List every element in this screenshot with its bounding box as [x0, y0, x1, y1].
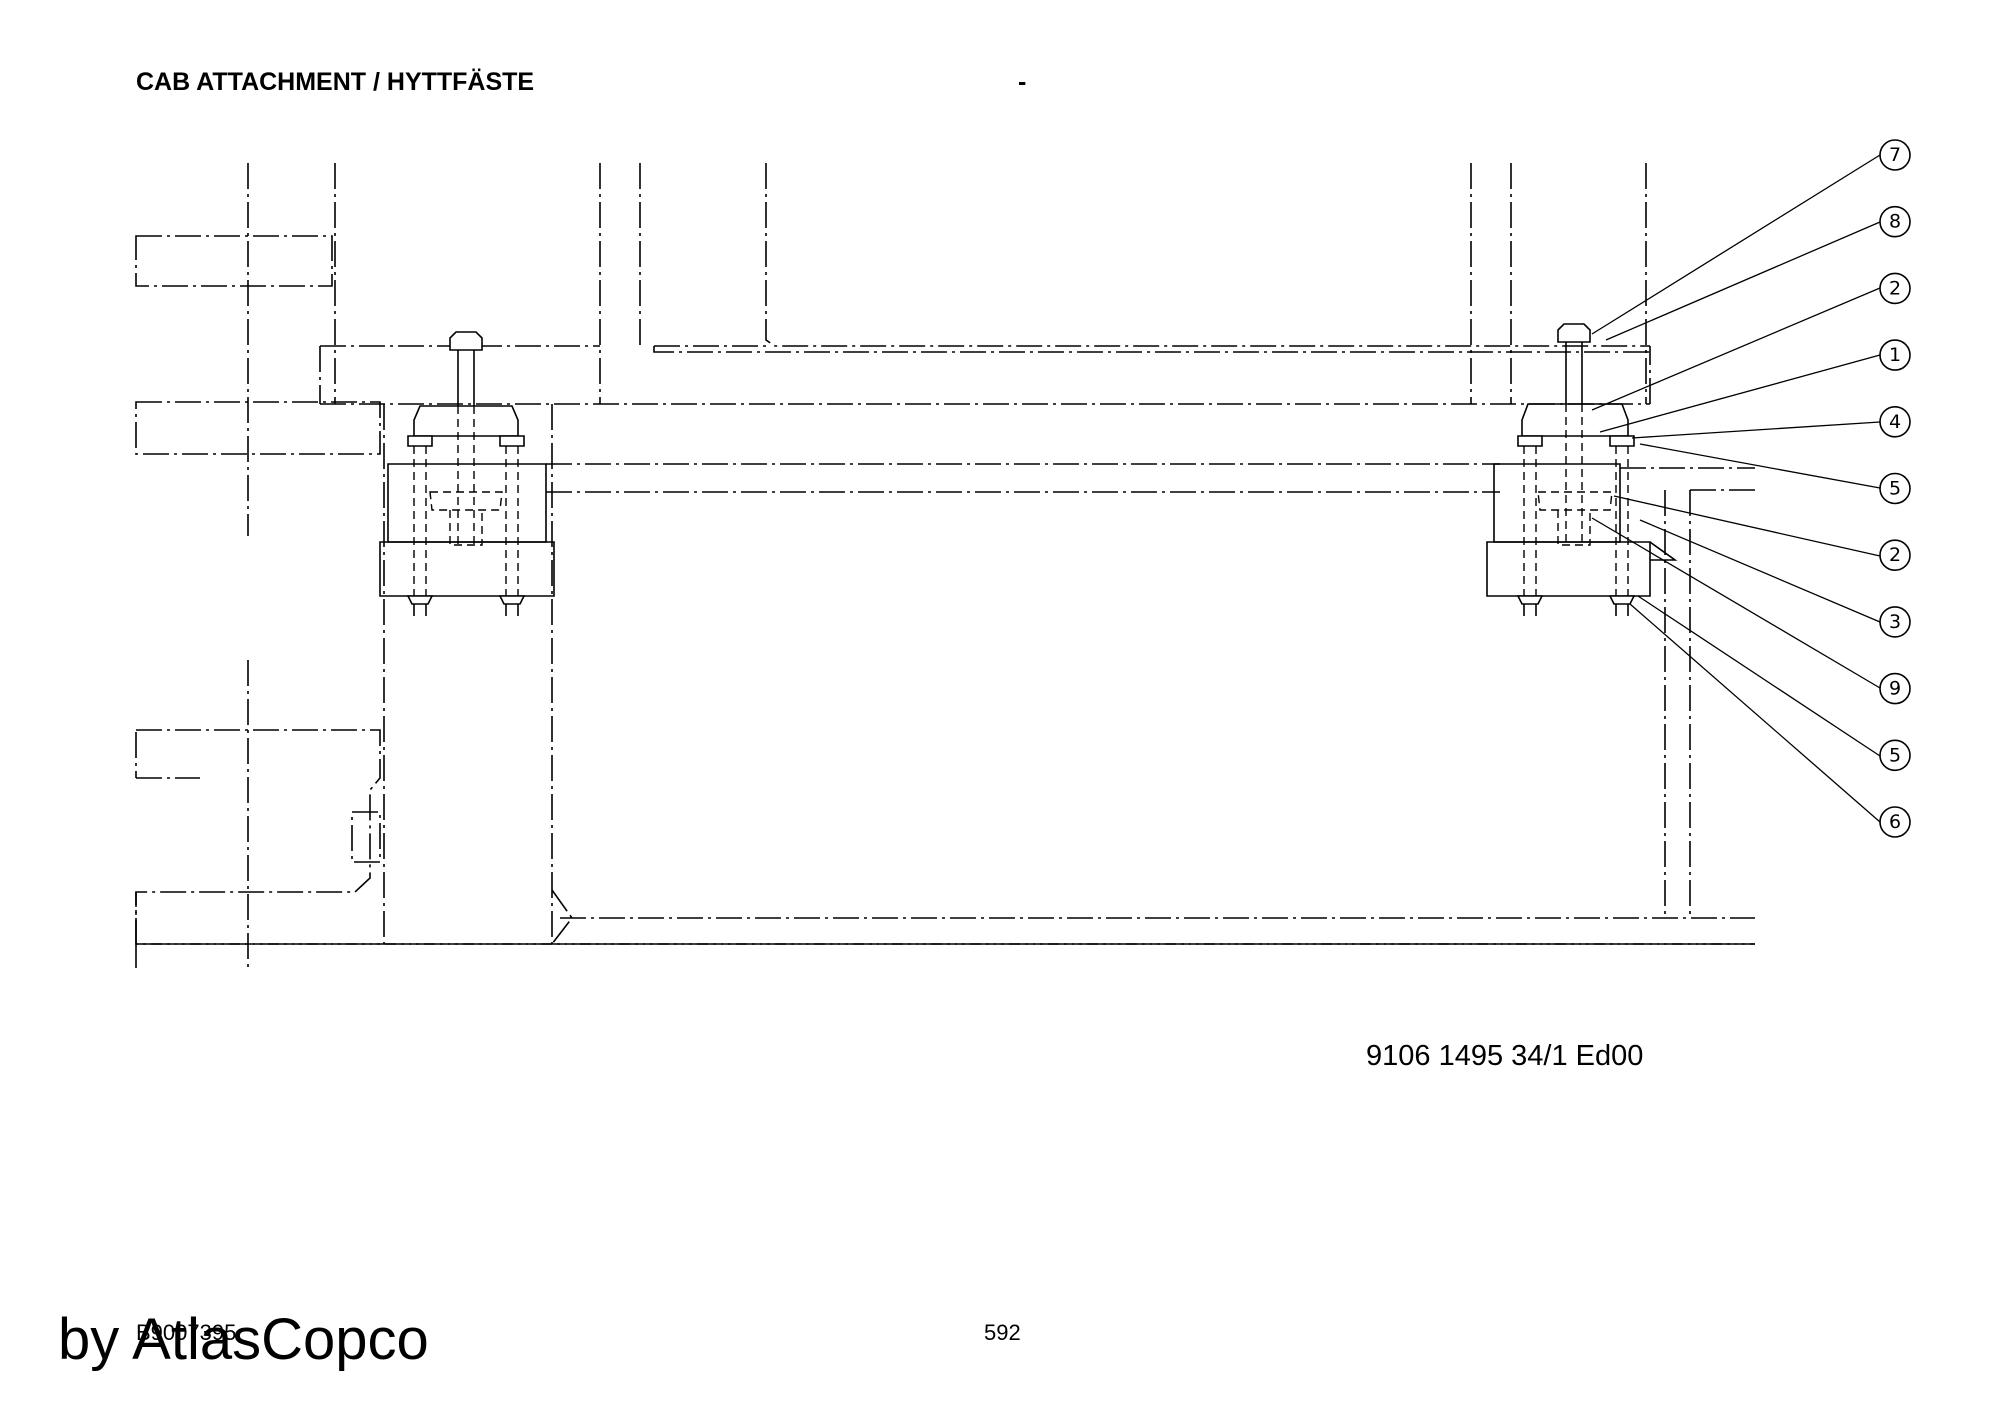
callout-circle — [1879, 405, 1911, 438]
brand-logo-text: by AtlasCopco — [58, 1307, 429, 1372]
callout-label: 9 — [1889, 678, 1901, 700]
callout-circle — [1879, 806, 1911, 838]
header-dash: - — [1018, 68, 1027, 96]
callout-label: 7 — [1889, 144, 1901, 166]
callout-label: 8 — [1889, 211, 1901, 233]
callout-9: 9 — [1879, 672, 1911, 705]
leader-lines — [1591, 154, 1881, 823]
callout-circle — [1879, 539, 1911, 572]
callout-5: 4 — [1879, 405, 1911, 438]
callout-7: 2 — [1879, 539, 1911, 572]
callout-11: 6 — [1879, 806, 1911, 838]
callout-circle — [1879, 672, 1911, 705]
page-title: CAB ATTACHMENT / HYTTFÄSTE — [136, 68, 535, 96]
left-mount — [379, 331, 555, 616]
page-number: 592 — [984, 1320, 1021, 1345]
callout-circle — [1879, 205, 1911, 238]
callout-label: 2 — [1889, 277, 1901, 299]
right-mount — [1486, 323, 1678, 616]
callout-bubbles: 7 8 2 1 4 5 2 3 9 5 6 — [1879, 139, 1911, 838]
callout-label: 2 — [1889, 544, 1901, 566]
callout-label: 6 — [1889, 811, 1901, 833]
callout-label: 4 — [1889, 411, 1901, 433]
chassis-outline — [135, 163, 1755, 968]
callout-3: 2 — [1879, 272, 1911, 305]
document-reference: B9007395 — [136, 1320, 237, 1345]
callout-2: 8 — [1879, 205, 1911, 238]
callout-6: 5 — [1879, 472, 1911, 505]
callout-circle — [1879, 606, 1911, 638]
callout-label: 1 — [1889, 344, 1901, 366]
callout-circle — [1879, 139, 1911, 171]
callout-1: 7 — [1879, 139, 1911, 171]
callout-circle — [1879, 272, 1911, 305]
callout-circle — [1879, 739, 1911, 772]
callout-4: 1 — [1879, 339, 1911, 371]
callout-8: 3 — [1879, 606, 1911, 638]
callout-label: 3 — [1889, 611, 1901, 633]
callout-10: 5 — [1879, 739, 1911, 772]
callout-label: 5 — [1889, 478, 1901, 500]
part-number: 9106 1495 34/1 Ed00 — [1366, 1040, 1644, 1072]
callout-circle — [1879, 339, 1911, 371]
callout-circle — [1879, 472, 1911, 505]
callout-label: 5 — [1889, 744, 1901, 766]
